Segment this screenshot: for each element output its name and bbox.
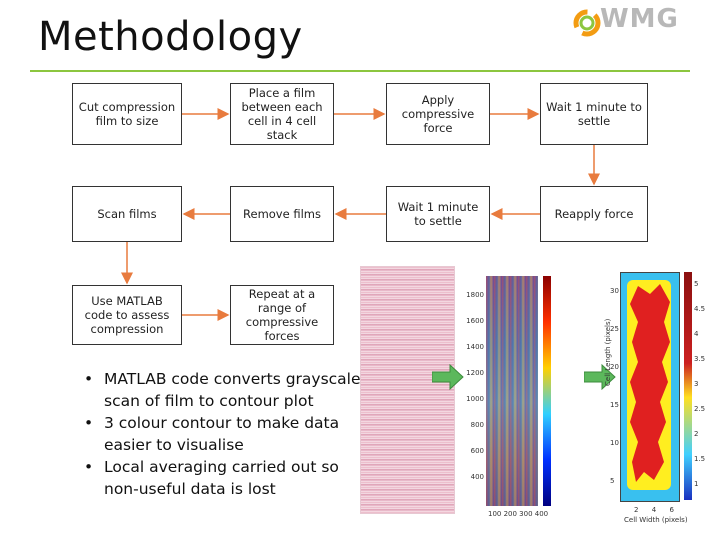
bullet-list: MATLAB code converts grayscale scan of f… — [78, 368, 368, 500]
step-scan-films: Scan films — [72, 186, 182, 242]
step-place-film: Place a film between each cell in 4 cell… — [230, 83, 334, 145]
plot1-xticks: 100 200 300 400 — [488, 510, 549, 518]
bullet-item: MATLAB code converts grayscale scan of f… — [78, 368, 368, 412]
contour-red-region — [630, 284, 670, 482]
step-remove-films: Remove films — [230, 186, 334, 242]
step-reapply-force: Reapply force — [540, 186, 648, 242]
colorbar-3colour — [684, 272, 692, 500]
green-arrow-icon — [432, 364, 464, 390]
page-title: Methodology — [38, 14, 303, 60]
step-cut-film: Cut compression film to size — [72, 83, 182, 145]
contour-plot-raw-texture — [486, 276, 538, 506]
title-underline — [30, 70, 690, 72]
scanned-film-image — [360, 266, 455, 514]
step-wait-2: Wait 1 minute to settle — [386, 186, 490, 242]
bullet-item: 3 colour contour to make data easier to … — [78, 412, 368, 456]
logo-swirl-icon — [573, 9, 601, 37]
step-wait-1: Wait 1 minute to settle — [540, 83, 648, 145]
step-apply-force: Apply compressive force — [386, 83, 490, 145]
bullet-item: Local averaging carried out so non-usefu… — [78, 456, 368, 500]
colorbar-raw — [543, 276, 551, 506]
green-arrow-icon — [584, 364, 616, 390]
step-repeat: Repeat at a range of compressive forces — [230, 285, 334, 345]
logo-text: WMG — [600, 4, 679, 34]
step-matlab: Use MATLAB code to assess compression — [72, 285, 182, 345]
plot2-xlabel: Cell Width (pixels) — [624, 516, 688, 524]
